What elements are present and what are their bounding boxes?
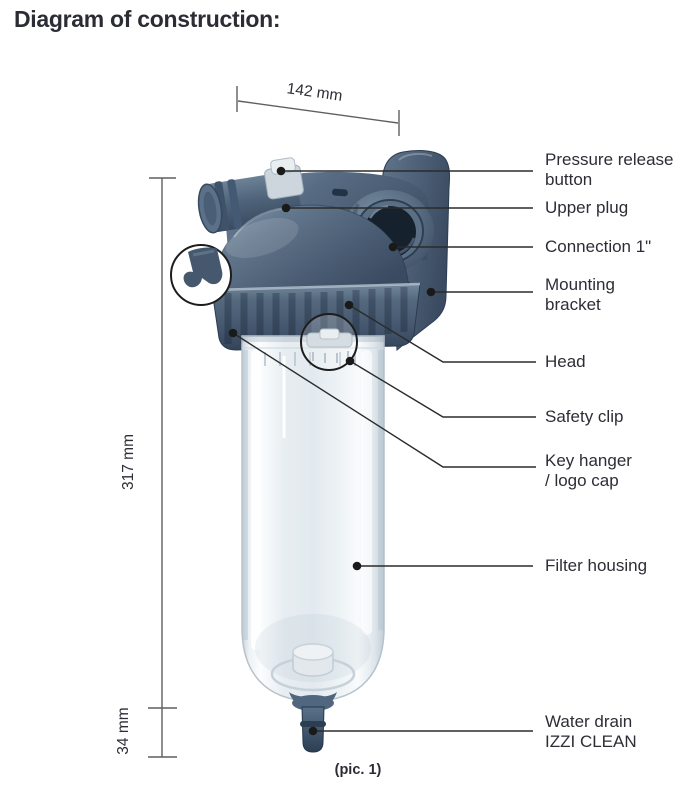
dimension-lines (148, 86, 400, 758)
dimension-height-drain-label: 34 mm (115, 707, 132, 754)
water-drain-part (289, 692, 337, 753)
filter-illustration (170, 150, 451, 753)
head-dome (212, 204, 410, 294)
label-line-2: bracket (545, 295, 601, 314)
label-line-2: / logo cap (545, 471, 619, 490)
dimension-height-main-label: 317 mm (120, 434, 137, 490)
detail-circle-safety-clip (300, 313, 358, 371)
label-line-1: Water drain (545, 712, 633, 731)
leader-head (348, 304, 536, 363)
detail-circle-bracket-clip (170, 244, 232, 306)
label-upper-plug: Upper plug (545, 198, 693, 218)
dimension-width-label: 142 mm (286, 80, 344, 105)
label-line-1: Upper plug (545, 198, 629, 217)
label-pressure-release-button: Pressure release button (545, 150, 693, 190)
label-line-2: IZZI CLEAN (545, 732, 637, 751)
head-top-slot (331, 188, 348, 197)
leader-lines (232, 170, 536, 732)
label-line-1: Filter housing (545, 556, 648, 575)
leader-key-hanger (232, 332, 536, 468)
leader-dots (228, 166, 436, 736)
bottom-cap (270, 643, 356, 692)
label-safety-clip: Safety clip (545, 407, 693, 427)
label-filter-housing: Filter housing (545, 556, 693, 576)
label-water-drain: Water drain IZZI CLEAN (545, 712, 693, 752)
page-title: Diagram of construction: (14, 6, 281, 32)
label-line-1: Connection 1" (545, 237, 652, 256)
label-head: Head (545, 352, 693, 372)
upper-plug-seam (233, 207, 286, 238)
label-line-1: Key hanger (545, 451, 632, 470)
dimension-width-line (236, 86, 400, 136)
label-line-1: Mounting (545, 275, 615, 294)
label-line-1: Head (545, 352, 586, 371)
label-line-2: button (545, 170, 593, 189)
picture-caption: (pic. 1) (334, 762, 382, 778)
label-connection: Connection 1" (545, 237, 693, 257)
pressure-release-button-part (264, 157, 304, 200)
label-key-hanger: Key hanger / logo cap (545, 451, 693, 491)
leader-safety-clip (349, 360, 536, 418)
label-mounting-bracket: Mounting bracket (545, 275, 693, 315)
label-line-1: Safety clip (545, 407, 624, 426)
dimension-height-line (148, 177, 177, 758)
label-line-1: Pressure release (545, 150, 674, 169)
